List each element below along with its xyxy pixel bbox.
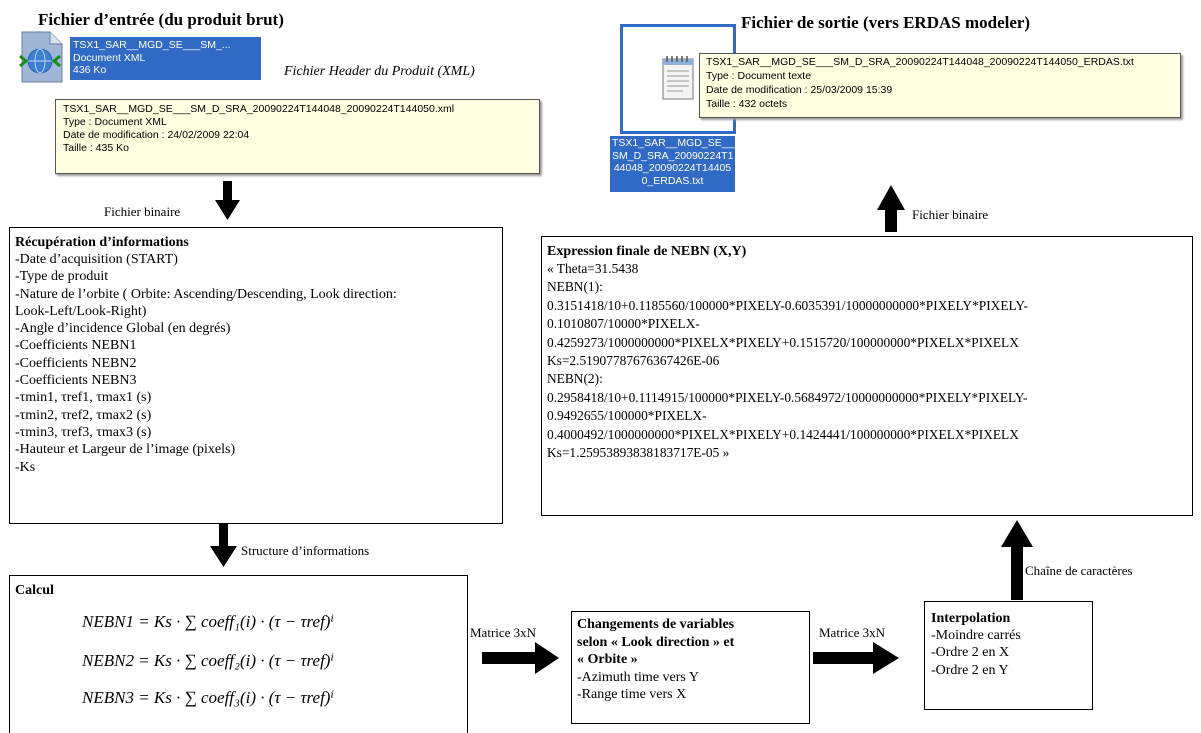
output-file-tooltip: TSX1_SAR__MGD_SE___SM_D_SRA_20090224T144… xyxy=(699,53,1181,118)
arrow-binary-out xyxy=(877,185,905,232)
expression-line: 0.4259273/1000000000*PIXELX*PIXELY+0.151… xyxy=(547,334,1019,350)
interpolation-line: -Moindre carrés xyxy=(931,628,1021,643)
notepad-text-file-icon xyxy=(659,53,699,101)
recup-info-box: Récupération d’informations -Date d’acqu… xyxy=(9,227,503,524)
input-tooltip-date: Date de modification : 24/02/2009 22:04 xyxy=(63,129,250,141)
output-tooltip-type: Type : Document texte xyxy=(706,70,812,82)
recup-line: -Angle d’incidence Global (en degrés) xyxy=(15,321,231,337)
recup-line: -Type de produit xyxy=(15,269,109,285)
recup-line: -Date d’acquisition (START) xyxy=(15,252,178,267)
output-file-name-2: SM_D_SRA_20090224T1 xyxy=(612,149,734,162)
output-file-name-1: TSX1_SAR__MGD_SE___ xyxy=(612,137,740,149)
equation-nebn1: NEBN1 = Ks · ∑ coeff₁(i) · (τ − τref)ⁱ xyxy=(82,612,334,631)
recup-line: -τmin1, τref1, τmax1 (s) xyxy=(15,390,152,406)
interpolation-line: -Ordre 2 en Y xyxy=(931,662,1009,678)
input-tooltip-type: Type : Document XML xyxy=(63,116,167,128)
recup-line: -τmin2, τref2, τmax2 (s) xyxy=(15,407,152,423)
recup-line: -Coefficients NEBN3 xyxy=(15,373,137,389)
recup-title: Récupération d’informations xyxy=(15,235,189,250)
output-file-name-4: 0_ERDAS.txt xyxy=(641,174,704,187)
label-binary-out: Fichier binaire xyxy=(912,207,989,222)
recup-line: -Coefficients NEBN1 xyxy=(15,338,137,354)
xml-globe-file-icon[interactable] xyxy=(14,30,68,84)
output-file-name-3: 44048_20090224T14405 xyxy=(613,162,732,174)
changement-title-1: Changements de variables xyxy=(577,617,735,632)
input-tooltip-size: Taille : 435 Ko xyxy=(63,142,129,154)
expression-line: Ks=2.51907787676367426E-06 xyxy=(547,353,720,369)
label-string: Chaîne de caractères xyxy=(1025,563,1133,578)
expression-line: 0.1010807/10000*PIXELX- xyxy=(547,316,700,332)
output-tooltip-size: Taille : 432 octets xyxy=(706,98,788,110)
arrow-matrix-2 xyxy=(813,642,899,674)
recup-line: -Coefficients NEBN2 xyxy=(15,355,137,371)
label-binary-in: Fichier binaire xyxy=(104,204,181,219)
recup-line: -Nature de l’orbite ( Orbite: Ascending/… xyxy=(15,286,397,302)
changement-line: -Azimuth time vers Y xyxy=(577,669,699,685)
output-tooltip-filename: TSX1_SAR__MGD_SE___SM_D_SRA_20090224T144… xyxy=(706,56,1134,68)
changement-title-3: « Orbite » xyxy=(577,652,638,667)
equation-nebn2: NEBN2 = Ks · ∑ coeff₂(i) · (τ − τref)ⁱ xyxy=(82,651,334,670)
expression-line: Ks=1.25953893838183717E-05 » xyxy=(547,445,730,461)
input-file-title: Fichier d’entrée (du produit brut) xyxy=(38,10,284,29)
equation-nebn3: NEBN3 = Ks · ∑ coeff₃(i) · (τ − τref)ⁱ xyxy=(82,688,334,707)
label-structure: Structure d’informations xyxy=(241,543,370,558)
header-caption: Fichier Header du Produit (XML) xyxy=(284,64,475,79)
recup-line: Look-Left/Look-Right) xyxy=(15,303,147,319)
output-file-label[interactable]: TSX1_SAR__MGD_SE___ SM_D_SRA_20090224T1 … xyxy=(610,136,740,192)
arrow-binary-in xyxy=(215,181,240,220)
input-file-size: 436 Ko xyxy=(73,64,107,76)
input-tooltip-filename: TSX1_SAR__MGD_SE___SM_D_SRA_20090224T144… xyxy=(63,103,455,115)
input-file-tooltip: TSX1_SAR__MGD_SE___SM_D_SRA_20090224T144… xyxy=(55,99,540,174)
expression-line: 0.4000492/1000000000*PIXELX*PIXELY+0.142… xyxy=(547,426,1019,442)
input-file-name: TSX1_SAR__MGD_SE___SM_... xyxy=(73,39,231,51)
label-matrix-2: Matrice 3xN xyxy=(819,625,886,640)
calcul-title: Calcul xyxy=(15,583,54,598)
expression-box: Expression finale de NEBN (X,Y) « Theta=… xyxy=(541,236,1193,516)
expression-line: 0.3151418/10+0.1185560/100000*PIXELY-0.6… xyxy=(547,297,1028,313)
expression-title: Expression finale de NEBN (X,Y) xyxy=(547,244,747,259)
interpolation-box: Interpolation -Moindre carrés -Ordre 2 e… xyxy=(924,601,1093,710)
arrow-matrix-1 xyxy=(482,642,559,674)
input-file-label[interactable]: TSX1_SAR__MGD_SE___SM_... Document XML 4… xyxy=(70,37,261,80)
expression-line: NEBN(1): xyxy=(547,279,603,295)
recup-line: -τmin3, τref3, τmax3 (s) xyxy=(15,424,152,440)
arrow-string xyxy=(1001,520,1033,600)
interpolation-title: Interpolation xyxy=(931,611,1011,626)
output-tooltip-date: Date de modification : 25/03/2009 15:39 xyxy=(706,84,893,96)
changement-line: -Range time vers X xyxy=(577,686,687,702)
recup-line: -Ks xyxy=(15,459,36,475)
expression-line: 0.9492655/100000*PIXELX- xyxy=(547,408,707,424)
interpolation-line: -Ordre 2 en X xyxy=(931,645,1010,661)
output-file-title: Fichier de sortie (vers ERDAS modeler) xyxy=(741,13,1031,32)
expression-line: « Theta=31.5438 xyxy=(547,261,639,276)
recup-line: -Hauteur et Largeur de l’image (pixels) xyxy=(15,442,236,458)
calcul-box: Calcul NEBN1 = Ks · ∑ coeff₁(i) · (τ − τ… xyxy=(9,575,468,733)
label-matrix-1: Matrice 3xN xyxy=(470,625,537,640)
changement-title-2: selon « Look direction » et xyxy=(577,634,735,650)
expression-line: 0.2958418/10+0.1114915/100000*PIXELY-0.5… xyxy=(547,389,1028,405)
expression-line: NEBN(2): xyxy=(547,371,603,387)
changement-box: Changements de variables selon « Look di… xyxy=(571,611,810,724)
arrow-structure xyxy=(210,524,237,567)
input-file-type: Document XML xyxy=(73,51,146,64)
